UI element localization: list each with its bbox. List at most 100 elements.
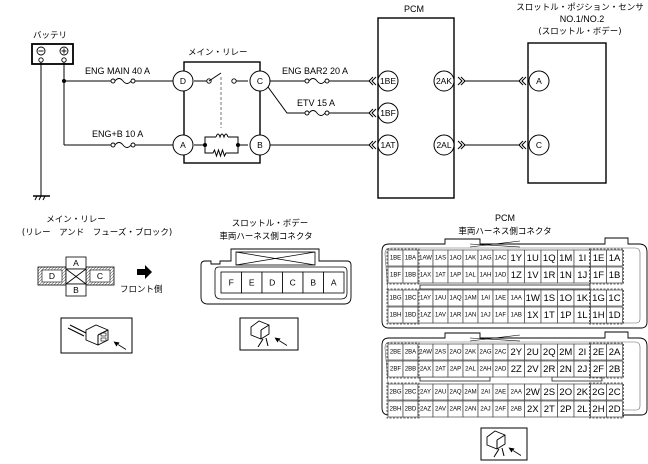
svg-text:1Y: 1Y — [510, 253, 522, 264]
connector-view-pictogram-icon — [67, 324, 126, 350]
svg-text:1AJ: 1AJ — [480, 313, 490, 319]
pcm-connector-block1-pin: 1AU — [432, 289, 449, 307]
svg-text:1AM: 1AM — [464, 296, 476, 302]
pcm-connector-block1-pin: 1AM — [462, 289, 479, 307]
svg-text:2BG: 2BG — [389, 390, 401, 396]
pcm-connector-block1-pin: 1V — [524, 266, 542, 284]
pcm-pin-1at: 1AT — [377, 134, 399, 156]
svg-text:1U: 1U — [527, 253, 539, 264]
pcm-connector-block2-pin: 2AW — [417, 343, 434, 361]
connector-view-pictogram-icon — [250, 320, 287, 348]
svg-text:2U: 2U — [527, 347, 539, 358]
svg-text:1AT: 1AT — [381, 140, 396, 150]
pcm-connector-block2-pin: 2AE — [492, 383, 509, 401]
pcm-pin-2ak: 2AK — [433, 70, 455, 92]
pcm-connector-block2-pin: 2AK — [462, 343, 479, 361]
pcm-connector-block2-pin: 2A — [606, 343, 623, 361]
pcm-connector-block1-pin: 1AQ — [447, 289, 464, 307]
svg-text:1AA: 1AA — [511, 296, 522, 302]
pcm-connector-block2-pin: 2BC — [402, 383, 419, 401]
pcm-connector-block1-pin: 1AF — [492, 306, 509, 324]
fuse-label-eng-main: ENG MAIN 40 A — [85, 66, 150, 76]
pcm-connector-block2-pin: 2I — [573, 343, 591, 361]
pcm-connector-block1-pin: 1T — [540, 306, 558, 324]
svg-text:1AQ: 1AQ — [449, 296, 461, 302]
pcm-label: PCM — [404, 4, 424, 14]
pcm-connector-block1-pin: 1AV — [432, 306, 449, 324]
pcm-block: PCM — [377, 4, 455, 199]
svg-text:2AF: 2AF — [495, 407, 506, 413]
pcm-connector-block2-pin: 2AR — [447, 400, 464, 418]
pcm-connector-block1-pin: 1H — [590, 306, 607, 324]
svg-text:B: B — [73, 285, 79, 295]
svg-text:車両ハーネス側コネクタ: 車両ハーネス側コネクタ — [458, 226, 551, 237]
svg-text:2BE: 2BE — [390, 350, 401, 356]
pcm-connector-block2-pin: 2M — [557, 343, 575, 361]
throttle-connector-pin-a: A — [323, 271, 345, 294]
pcm-connector-block2-pin: 2AX — [417, 360, 434, 378]
svg-text:B: B — [257, 140, 263, 150]
svg-text:1O: 1O — [559, 293, 572, 304]
pcm-connector-block2-pin: 2AY — [417, 383, 434, 401]
svg-text:2AU: 2AU — [435, 390, 447, 396]
svg-text:2M: 2M — [559, 347, 572, 358]
pcm-connector-block1-pin: 1BE — [387, 249, 404, 267]
sensor-pin-c: C — [528, 134, 550, 156]
pcm-connector-block2-pin: 2BD — [402, 400, 419, 418]
pcm-connector-block1-pin: 1B — [606, 266, 623, 284]
pcm-connector-block2-pin: 2E — [590, 343, 607, 361]
svg-text:1N: 1N — [560, 270, 572, 281]
pcm-connector-block1-pin: 1BB — [402, 266, 419, 284]
pcm-connector-block1-pin: 1AA — [507, 289, 525, 307]
pcm-connector-block1-pin: 1S — [540, 289, 558, 307]
svg-text:1Z: 1Z — [511, 270, 522, 281]
pcm-connector-block2-pin: 2AC — [492, 343, 509, 361]
pcm-connector-block1-pin: 1AD — [492, 266, 509, 284]
svg-text:1R: 1R — [543, 270, 555, 281]
svg-text:1AX: 1AX — [420, 273, 431, 279]
pcm-connector-block1-pin: 1R — [540, 266, 558, 284]
pcm-connector-block2-pin: 2U — [524, 343, 542, 361]
svg-text:1AB: 1AB — [511, 313, 522, 319]
pcm-connector-block1-pin: 1AZ — [417, 306, 434, 324]
svg-text:2AW: 2AW — [419, 350, 432, 356]
pcm-connector-block2-pin: 2BB — [402, 360, 419, 378]
relay-terminal-a: A — [172, 134, 194, 156]
relay-terminal-c: C — [249, 70, 271, 92]
svg-text:D: D — [180, 76, 186, 86]
pcm-connector-block1-pin: 1AW — [417, 249, 434, 267]
svg-text:A: A — [331, 278, 337, 288]
svg-text:2AG: 2AG — [479, 350, 491, 356]
svg-text:(リレー アンド フューズ・ブロック): (リレー アンド フューズ・ブロック) — [22, 227, 172, 238]
svg-text:2AB: 2AB — [511, 407, 522, 413]
pcm-connector-block2-pin: 2AH — [477, 360, 494, 378]
fuse-eng-bar2-icon — [304, 78, 330, 84]
svg-text:2AI: 2AI — [481, 390, 490, 396]
svg-text:1W: 1W — [526, 293, 540, 304]
pcm-connector-block1-pin: 1AY — [417, 289, 434, 307]
svg-text:メイン・リレー: メイン・リレー — [46, 215, 106, 225]
pcm-connector-block1-pin: 1O — [557, 289, 575, 307]
svg-text:1BH: 1BH — [390, 313, 402, 319]
pcm-connector-block2-pin: 2BH — [387, 400, 404, 418]
svg-text:1L: 1L — [577, 310, 588, 321]
svg-text:1AZ: 1AZ — [420, 313, 431, 319]
pcm-connector-block1-pin: 1AO — [447, 249, 464, 267]
pcm-connector-block2-pin: 2AJ — [477, 400, 494, 418]
svg-text:2J: 2J — [577, 364, 587, 375]
svg-text:1BE: 1BE — [390, 256, 401, 262]
pcm-connector-block1-pin: 1C — [606, 289, 623, 307]
svg-text:2Y: 2Y — [510, 347, 522, 358]
svg-text:1AK: 1AK — [465, 256, 476, 262]
svg-text:2S: 2S — [543, 387, 555, 398]
svg-text:スロットル・ボデー: スロットル・ボデー — [232, 218, 309, 229]
svg-text:1BA: 1BA — [405, 256, 416, 262]
pcm-connector-block1-pin: 1AI — [477, 289, 494, 307]
pcm-connector-block1-pin: 1AB — [507, 306, 525, 324]
pcm-connector-block2-pin: 2T — [540, 400, 558, 418]
svg-text:2AE: 2AE — [495, 390, 506, 396]
pcm-connector-block1-pin: 1BH — [387, 306, 404, 324]
svg-text:2BA: 2BA — [405, 350, 416, 356]
throttle-connector-pin-e: E — [241, 271, 263, 294]
